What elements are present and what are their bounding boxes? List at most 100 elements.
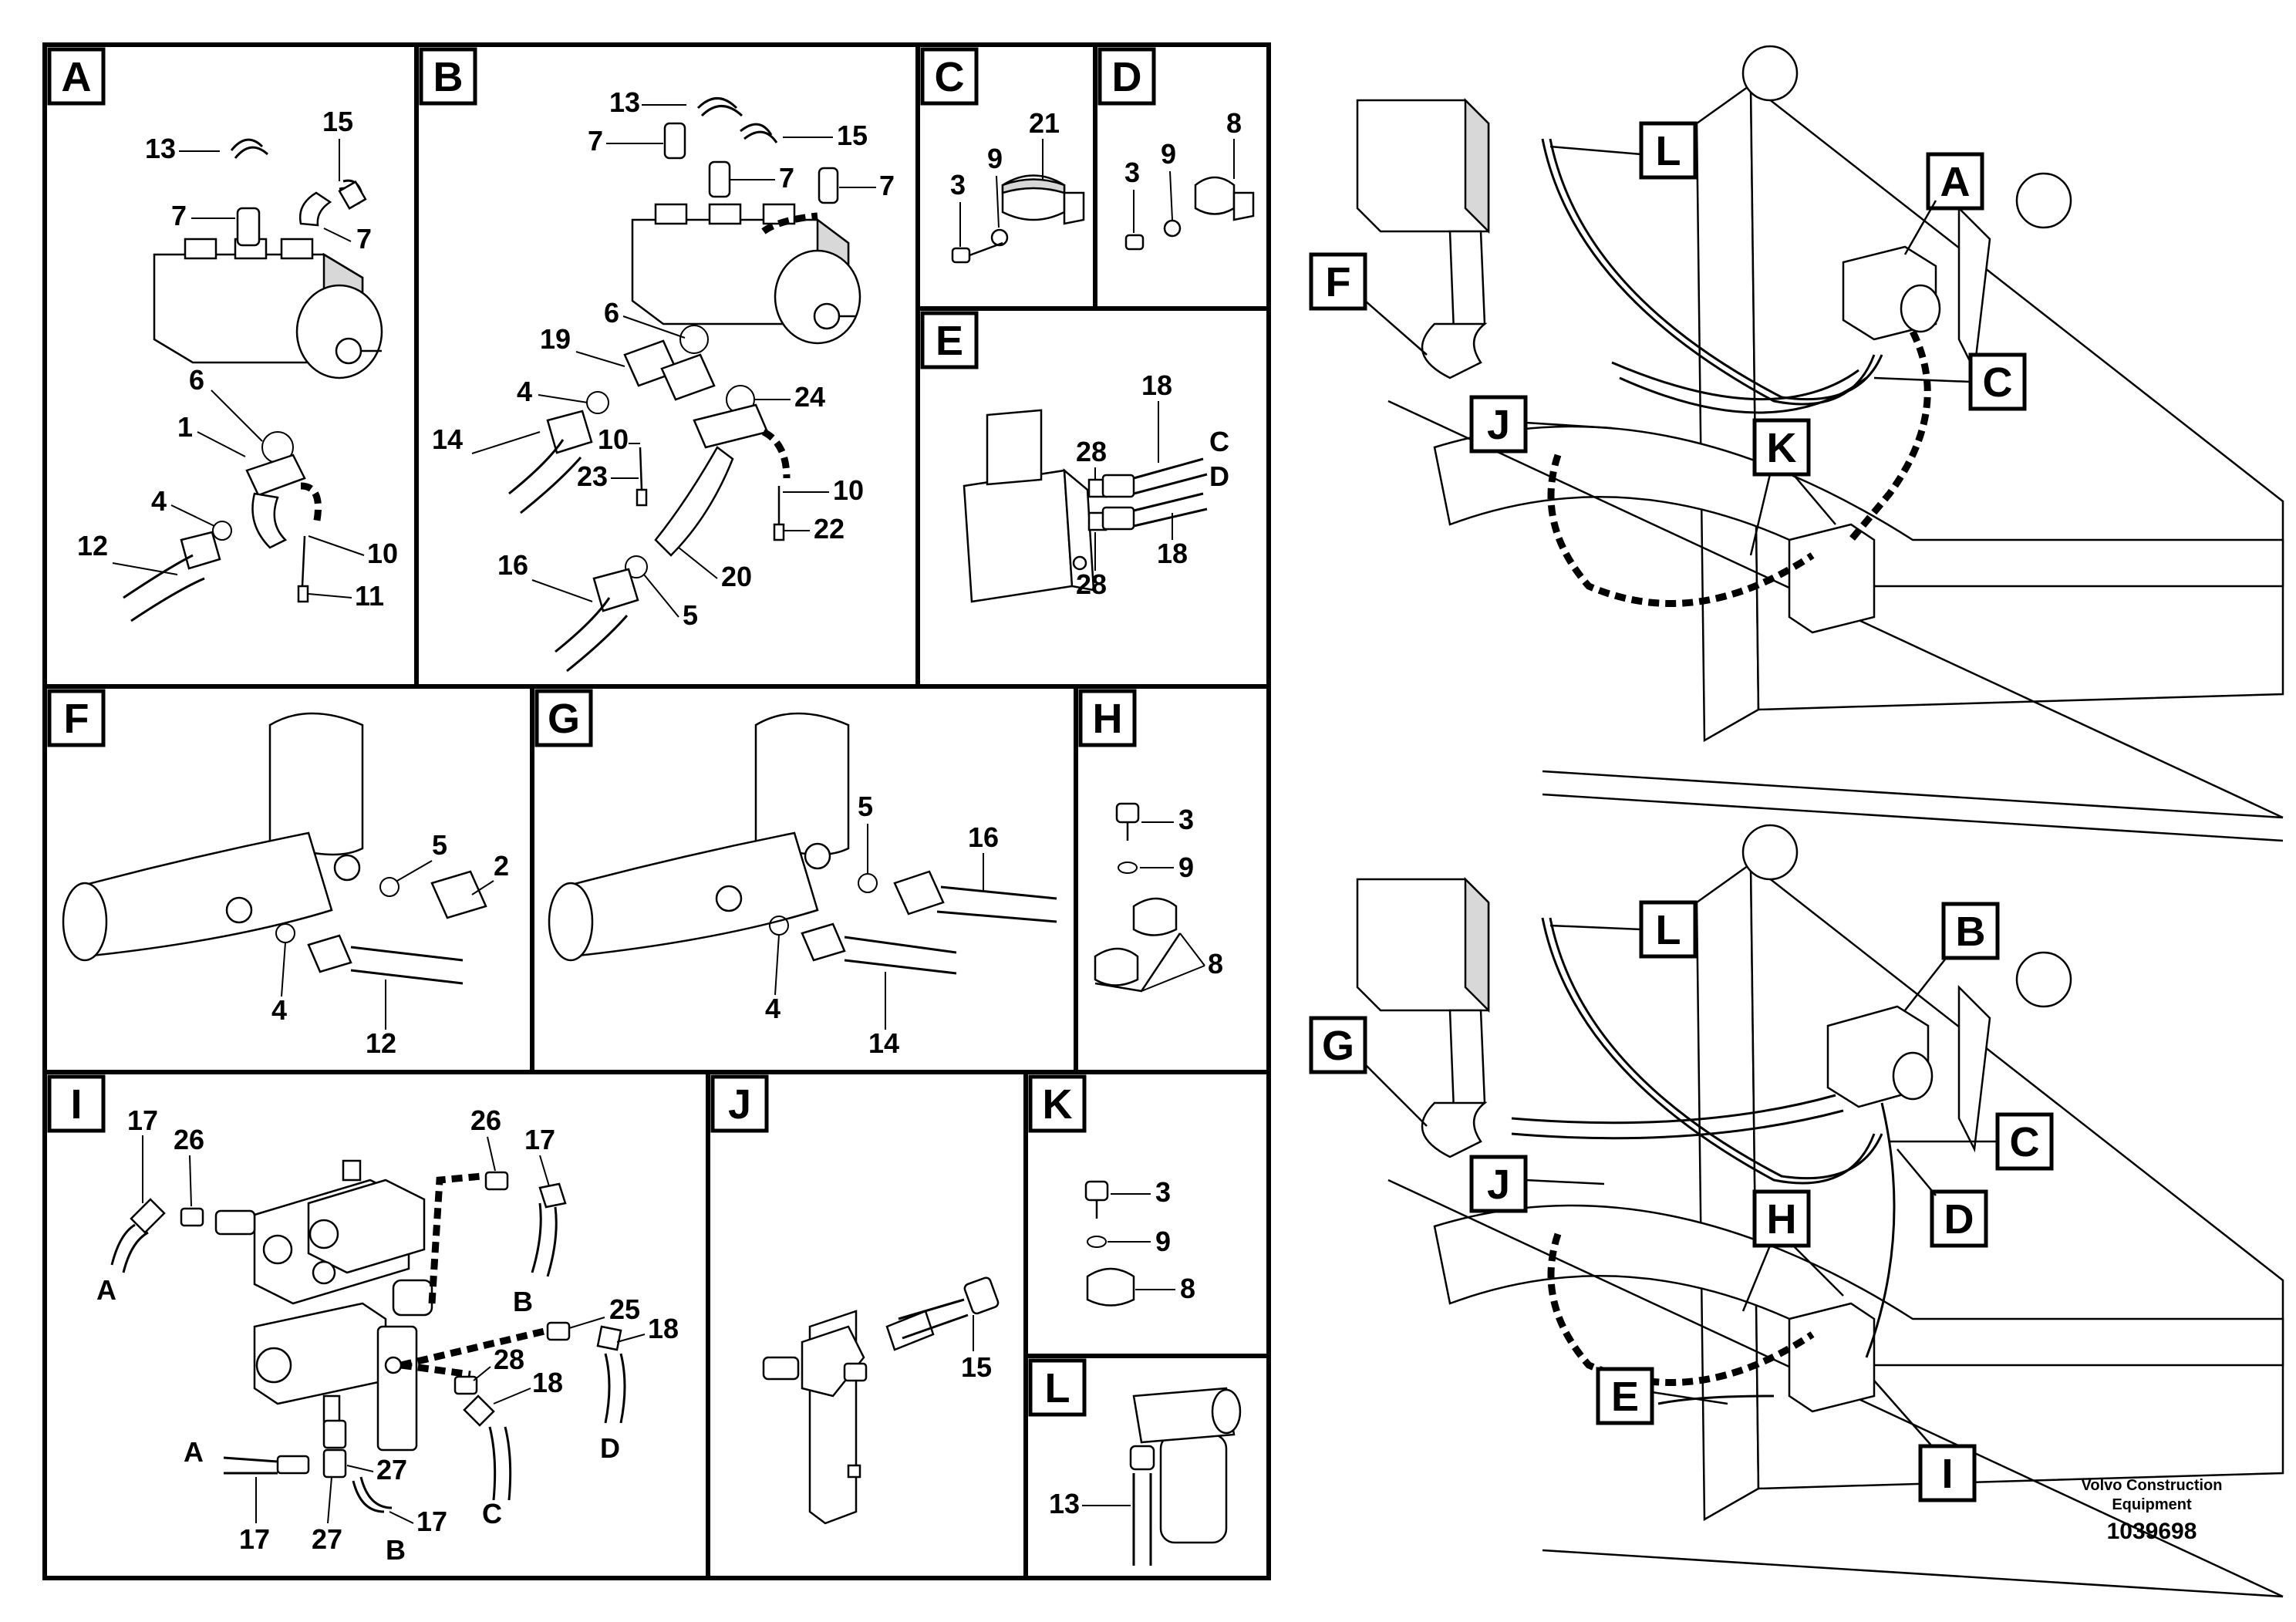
svg-text:5: 5 (683, 599, 698, 631)
svg-text:6: 6 (189, 364, 204, 396)
svg-text:C: C (1983, 359, 2013, 406)
callout-bottom-l: L (1549, 900, 1698, 959)
svg-text:5: 5 (432, 829, 447, 861)
panel-g-drawing (548, 712, 1057, 975)
svg-text:13: 13 (1049, 1488, 1080, 1519)
svg-text:A: A (184, 1436, 204, 1468)
svg-text:15: 15 (961, 1351, 992, 1383)
callout-top-c: C (1873, 352, 2027, 411)
svg-text:15: 15 (837, 120, 868, 151)
panel-l-drawing (1129, 1387, 1242, 1566)
svg-text:28: 28 (1076, 436, 1107, 467)
svg-text:6: 6 (604, 297, 619, 329)
svg-text:J: J (728, 1081, 751, 1128)
svg-text:15: 15 (322, 106, 353, 137)
panel-tag-l: L (1028, 1358, 1087, 1417)
callout-top-l: L (1549, 121, 1698, 180)
panel-tag-b: B (419, 47, 477, 106)
drawing-number: 1039698 (2107, 1519, 2197, 1544)
panel-b-drawing (508, 97, 861, 673)
panel-b-labels: 13 7 15 7 7 6 19 4 24 14 10 23 10 22 16 … (432, 86, 895, 631)
caption: Volvo Construction Equipment 1039698 (2082, 1477, 2223, 1544)
panel-c-drawing (951, 174, 1085, 264)
svg-text:D: D (1112, 54, 1142, 100)
svg-text:2: 2 (494, 850, 509, 882)
svg-text:27: 27 (376, 1454, 407, 1485)
panel-k-drawing (1084, 1180, 1135, 1307)
svg-text:9: 9 (1178, 851, 1194, 883)
svg-text:9: 9 (987, 143, 1003, 174)
panel-a-labels: 13 15 7 7 6 1 4 12 10 11 (77, 106, 398, 612)
overview-top-callouts: L A F C J K (1309, 121, 2027, 556)
panel-d-labels: 8 9 3 (1124, 107, 1242, 233)
svg-text:28: 28 (1076, 568, 1107, 600)
svg-text:13: 13 (609, 86, 640, 118)
panel-tag-h: H (1078, 689, 1137, 747)
svg-text:1: 1 (177, 411, 193, 443)
panel-j-labels: 15 (961, 1315, 992, 1383)
svg-text:4: 4 (151, 485, 167, 517)
svg-text:3: 3 (1178, 804, 1194, 835)
svg-text:D: D (1209, 460, 1229, 492)
svg-text:C: C (1209, 426, 1229, 457)
svg-text:10: 10 (833, 474, 864, 506)
svg-text:L: L (1656, 907, 1681, 953)
svg-text:B: B (513, 1286, 533, 1317)
svg-text:I: I (70, 1081, 82, 1128)
svg-text:G: G (1322, 1023, 1354, 1069)
svg-text:20: 20 (721, 561, 752, 592)
svg-text:H: H (1093, 696, 1123, 742)
svg-text:13: 13 (145, 133, 176, 164)
panel-e-drawing (963, 409, 1208, 603)
svg-text:F: F (1326, 259, 1351, 305)
callout-bottom-e: E (1596, 1367, 1728, 1425)
svg-text:17: 17 (416, 1506, 447, 1537)
svg-text:9: 9 (1161, 138, 1176, 170)
svg-text:3: 3 (1155, 1176, 1171, 1208)
callout-bottom-g: G (1309, 1016, 1428, 1127)
svg-text:16: 16 (497, 549, 528, 581)
panel-tag-k: K (1028, 1074, 1087, 1133)
svg-text:16: 16 (968, 821, 999, 853)
svg-text:8: 8 (1226, 107, 1242, 139)
svg-text:17: 17 (524, 1124, 555, 1155)
svg-text:K: K (1767, 425, 1797, 471)
panel-tag-g: G (534, 689, 593, 747)
panel-h-labels: 3 9 8 (1140, 804, 1223, 992)
svg-text:17: 17 (127, 1104, 158, 1136)
svg-text:B: B (1956, 909, 1986, 955)
svg-text:L: L (1045, 1365, 1070, 1411)
panel-tag-j: J (710, 1074, 769, 1133)
callout-bottom-d: D (1896, 1148, 1988, 1248)
svg-text:24: 24 (794, 381, 825, 413)
svg-text:E: E (1611, 1374, 1639, 1420)
svg-text:11: 11 (355, 580, 384, 612)
callout-bottom-h: H (1741, 1189, 1844, 1312)
svg-text:5: 5 (858, 791, 873, 822)
panel-h-drawing (1094, 802, 1182, 993)
svg-text:26: 26 (174, 1124, 204, 1155)
panel-f-drawing (62, 712, 487, 985)
svg-text:14: 14 (432, 423, 463, 455)
panel-tag-f: F (47, 689, 106, 747)
svg-text:J: J (1487, 1162, 1510, 1208)
panel-j-drawing (762, 1276, 1000, 1525)
svg-text:A: A (62, 54, 92, 100)
panel-a-drawing (123, 138, 383, 622)
svg-text:18: 18 (648, 1313, 679, 1344)
svg-text:D: D (600, 1432, 620, 1464)
panel-grid (42, 42, 1271, 1580)
svg-text:18: 18 (1157, 538, 1188, 569)
svg-text:F: F (64, 696, 89, 742)
svg-text:14: 14 (868, 1027, 899, 1059)
callout-top-a: A (1903, 152, 1984, 255)
svg-text:G: G (548, 696, 580, 742)
svg-text:C: C (2010, 1119, 2040, 1165)
svg-text:4: 4 (517, 376, 532, 407)
svg-text:22: 22 (814, 513, 845, 545)
svg-text:18: 18 (532, 1367, 563, 1398)
panel-k-labels: 3 9 8 (1108, 1176, 1195, 1304)
svg-text:I: I (1941, 1451, 1953, 1497)
panel-f-labels: 5 2 4 12 (271, 829, 509, 1059)
